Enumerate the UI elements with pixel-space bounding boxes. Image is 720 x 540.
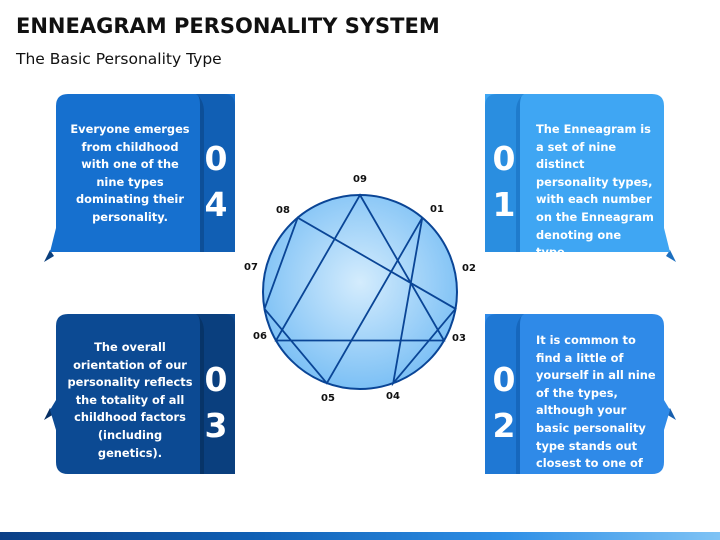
card-02-digit-top: 0 [493, 360, 516, 399]
point-label-03: 03 [452, 333, 466, 344]
point-label-05: 05 [321, 393, 335, 404]
card-01-text: The Enneagram is a set of nine distinct … [536, 122, 654, 260]
point-label-07: 07 [244, 262, 258, 273]
point-label-08: 08 [276, 205, 290, 216]
page-subtitle: The Basic Personality Type [16, 50, 222, 68]
enneagram-triangle [274, 193, 446, 342]
card-03-digit-bottom: 3 [205, 406, 228, 445]
card-03 [44, 314, 235, 474]
card-01-digit-top: 0 [493, 139, 516, 178]
card-01 [485, 94, 676, 262]
footer-bar [0, 532, 720, 540]
card-01-digit-bottom: 1 [493, 185, 516, 224]
page-title: ENNEAGRAM PERSONALITY SYSTEM [16, 14, 440, 38]
enneagram-hexad [263, 216, 457, 387]
card-02-digit-bottom: 2 [493, 406, 516, 445]
card-04-body [50, 94, 235, 252]
point-label-01: 01 [430, 204, 444, 215]
card-04-digit-top: 0 [205, 139, 228, 178]
point-label-09: 09 [353, 174, 367, 185]
card-02-body [485, 314, 670, 474]
card-03-text: The overall orientation of our personali… [67, 340, 193, 460]
enneagram-figure [262, 193, 458, 390]
card-04 [44, 94, 235, 262]
card-01-body [485, 94, 670, 252]
card-02 [485, 314, 676, 474]
point-label-06: 06 [253, 331, 267, 342]
point-label-04: 04 [386, 391, 400, 402]
card-03-body [50, 314, 235, 474]
card-04-digit-bottom: 4 [205, 185, 228, 224]
card-03-digit-top: 0 [205, 360, 228, 399]
card-04-text: Everyone emerges from childhood with one… [70, 122, 190, 224]
card-02-text: It is common to find a little of yoursel… [536, 333, 656, 488]
point-label-02: 02 [462, 263, 476, 274]
